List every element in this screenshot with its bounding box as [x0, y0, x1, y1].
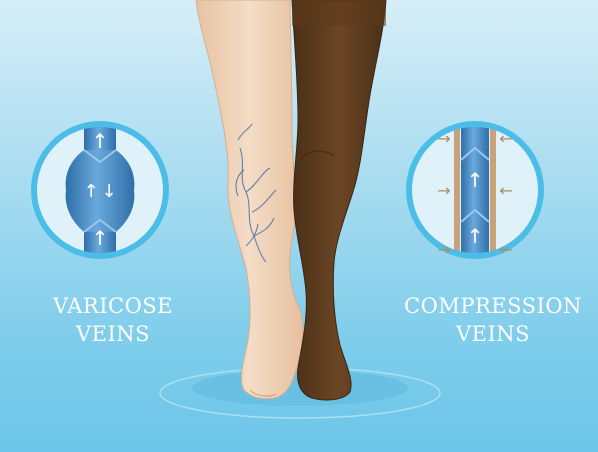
bare-leg — [196, 0, 303, 399]
arrow-right-icon: → — [437, 181, 450, 200]
arrow-up-icon: ↑ — [467, 224, 484, 248]
varicose-caption-line-2: VEINS — [28, 320, 198, 348]
arrow-left-icon: ← — [499, 129, 512, 148]
compression-veins-caption: COMPRESSION VEINS — [398, 292, 588, 348]
stocking-leg — [292, 0, 386, 400]
arrow-up-icon: ↑ — [83, 181, 98, 202]
compression-vein-diagram: ↑ ↑ → → → ← ← ← — [409, 110, 541, 270]
varicose-caption-line-1: VARICOSE — [28, 292, 198, 320]
arrow-up-icon: ↑ — [92, 129, 109, 153]
arrow-left-icon: ← — [499, 181, 512, 200]
arrow-up-icon: ↑ — [92, 226, 109, 250]
compression-caption-line-1: COMPRESSION — [398, 292, 588, 320]
arrow-down-icon: ↓ — [101, 181, 116, 202]
arrow-up-icon: ↑ — [467, 168, 484, 192]
varicose-veins-caption: VARICOSE VEINS — [28, 292, 198, 348]
varicose-vein-diagram: ↑ ↑ ↓ ↑ — [34, 110, 166, 270]
arrow-right-icon: → — [437, 240, 450, 259]
arrow-left-icon: ← — [499, 240, 512, 259]
arrow-right-icon: → — [437, 129, 450, 148]
compression-caption-line-2: VEINS — [398, 320, 588, 348]
